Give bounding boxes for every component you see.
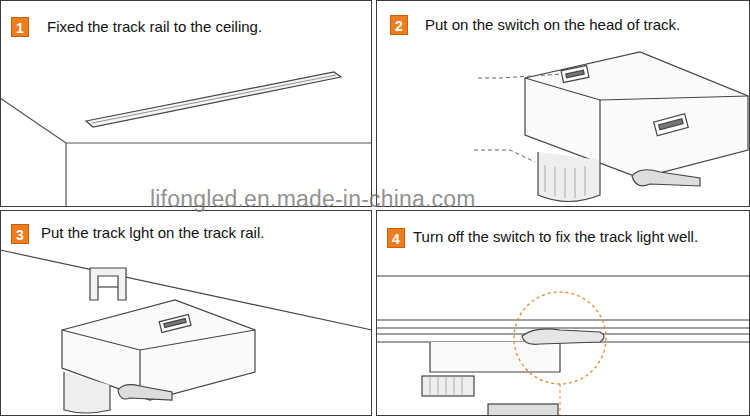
step-number-badge: 1: [11, 17, 29, 37]
track-rail: [86, 72, 341, 127]
step-caption: Put on the switch on the head of track.: [425, 15, 745, 34]
watermark: lifongled.en.made-in-china.com: [150, 186, 476, 213]
step-number-badge: 4: [387, 228, 405, 248]
track-light-adapter: [62, 300, 255, 413]
step-number-badge: 2: [390, 15, 408, 35]
step-caption: Put the track lght on the track rail.: [41, 223, 366, 242]
step-panel: Fixed the track rail to the ceiling. 1: [0, 0, 372, 207]
step-caption: Fixed the track rail to the ceiling.: [47, 17, 367, 36]
step-panel: Put the track lght on the track rail. 3: [0, 210, 372, 416]
step-number-badge: 3: [11, 224, 29, 244]
callout-number: 4: [388, 229, 404, 249]
step-caption: Turn off the switch to fix the track lig…: [413, 227, 733, 246]
leader-line: [474, 74, 562, 162]
step-panel: Turn off the switch to fix the track lig…: [376, 210, 750, 416]
highlight-circle: [514, 292, 606, 384]
step-panel: Put on the switch on the head of track. 2: [376, 0, 750, 207]
rail-front-view: [376, 276, 750, 416]
callout-number: 3: [12, 225, 28, 245]
leader-line: [560, 384, 561, 416]
callout-number: 2: [391, 16, 407, 36]
callout-number: 1: [12, 18, 28, 38]
